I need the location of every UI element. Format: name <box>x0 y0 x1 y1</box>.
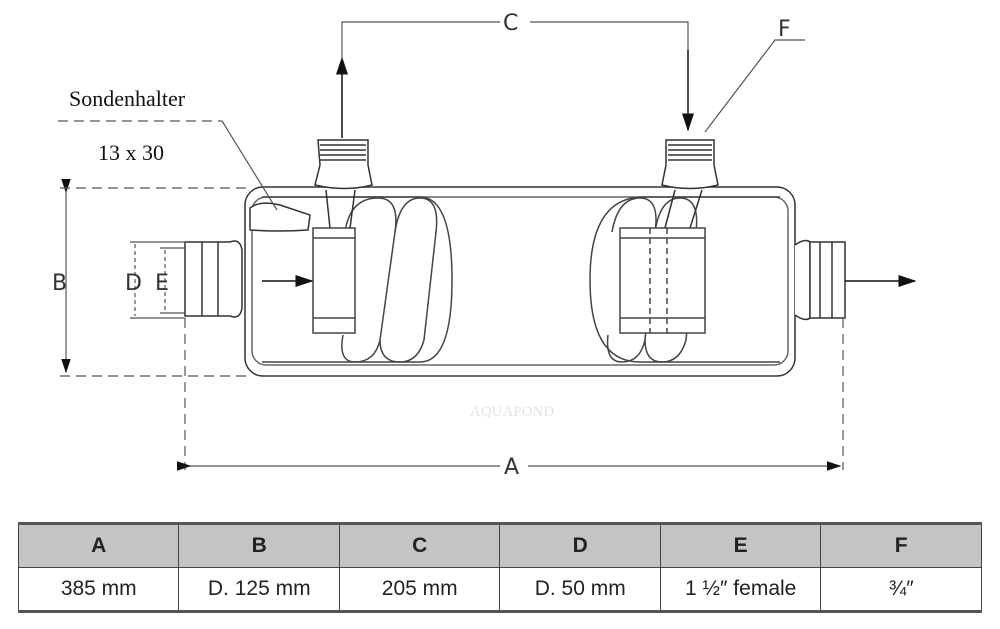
value-e: 1 ½″ female <box>659 567 822 612</box>
probe-holder <box>249 202 311 232</box>
dimension-label-d: D <box>125 271 142 296</box>
value-c: 205 mm <box>338 567 501 612</box>
probe-holder-label: Sondenhalter <box>69 86 186 111</box>
header-f: F <box>820 523 982 568</box>
heat-exchanger-diagram: C F B D E A Sondenhalter 13 x 30 AQUAPON… <box>52 11 917 480</box>
table-header-row: A B C D E F <box>17 523 982 568</box>
probe-size-label: 13 x 30 <box>98 140 164 165</box>
dimension-label-b: B <box>52 271 67 296</box>
dimension-label-f: F <box>778 17 791 42</box>
right-outlet-pipe <box>794 239 846 321</box>
header-b: B <box>178 523 340 568</box>
left-inlet-pipe <box>184 240 243 318</box>
coil-right <box>606 197 706 363</box>
dimensions-table: A B C D E F 385 mm D. 125 mm 205 mm D. 5… <box>17 522 982 613</box>
watermark: AQUAPOND <box>470 404 554 420</box>
top-outlet-nozzle <box>314 139 373 229</box>
header-d: D <box>499 523 661 568</box>
header-e: E <box>659 523 822 568</box>
top-inlet-nozzle <box>661 139 719 229</box>
value-a: 385 mm <box>17 567 180 612</box>
table-row: 385 mm D. 125 mm 205 mm D. 50 mm 1 ½″ fe… <box>17 567 982 612</box>
value-f: ¾″ <box>820 567 982 612</box>
value-b: D. 125 mm <box>178 567 340 612</box>
coil-left <box>312 197 438 363</box>
value-d: D. 50 mm <box>499 567 661 612</box>
header-c: C <box>338 523 501 568</box>
dimension-label-c: C <box>503 11 518 36</box>
header-a: A <box>17 523 180 568</box>
dimension-label-e: E <box>155 271 169 296</box>
dimension-label-a: A <box>504 455 519 480</box>
